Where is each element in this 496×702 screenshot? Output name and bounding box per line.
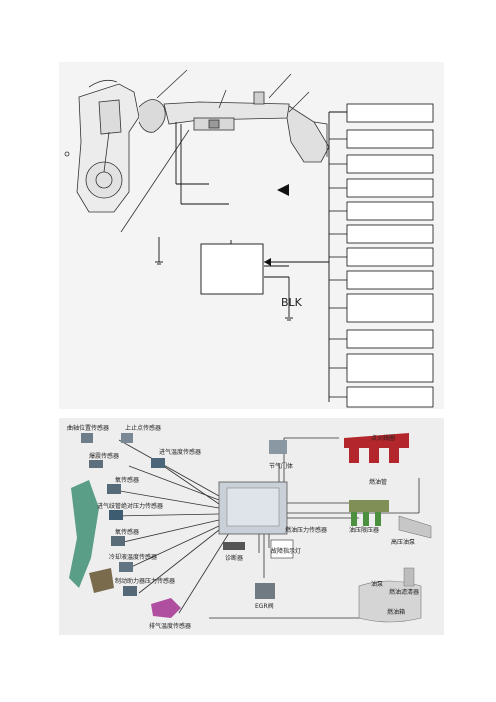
output-box xyxy=(346,224,434,244)
output-box xyxy=(346,247,434,267)
coolant-sensor-image xyxy=(119,562,133,572)
sensor-components xyxy=(69,433,432,623)
output-box xyxy=(346,154,434,174)
egr-valve-label: EGR阀 xyxy=(255,602,274,610)
fuel-tank-label: 燃油箱 xyxy=(387,608,405,616)
tdc-sensor-image xyxy=(121,433,133,443)
oxygen-sensor-image xyxy=(107,484,121,494)
egr-valve-image xyxy=(255,583,275,599)
output-box xyxy=(346,386,434,408)
output-box-connectors xyxy=(329,138,347,398)
tdc-sensor-label: 上止点传感器 xyxy=(125,424,161,432)
output-box-column xyxy=(346,103,434,408)
output-box xyxy=(346,201,434,221)
ecu-arrow xyxy=(264,258,271,266)
ignition-coil-label: 点火线圈 xyxy=(371,434,395,442)
diagnostic-connector-image xyxy=(223,542,245,550)
diagnostic-label: 诊断器 xyxy=(225,554,243,562)
leader-lines xyxy=(120,69,310,233)
injector-image xyxy=(363,512,369,526)
throttle-body-image xyxy=(269,440,287,454)
catalyst-image xyxy=(89,568,114,593)
fuel-filter-image xyxy=(403,567,415,587)
high-pressure-pump-label: 高压油泵 xyxy=(391,538,415,546)
output-box xyxy=(346,270,434,290)
fuel-pump-label: 油泵 xyxy=(371,580,383,588)
engine-control-schematic: BLK xyxy=(59,62,444,409)
high-pressure-pump-image xyxy=(398,515,432,539)
output-box xyxy=(346,353,434,383)
fuel-rail-label: 燃油管 xyxy=(369,478,387,486)
indicator-light-label: 故障指示灯 xyxy=(271,547,301,555)
exhaust-component-image xyxy=(151,598,181,618)
knock-sensor-image xyxy=(89,460,103,468)
injector-image xyxy=(351,512,357,526)
ignition-coils-image xyxy=(344,433,409,463)
output-box xyxy=(346,129,434,149)
output-box xyxy=(346,178,434,198)
brake-sensor-image xyxy=(123,586,137,596)
engine-schematic-svg: BLK xyxy=(64,69,434,408)
oxygen-sensor-label: 氧传感器 xyxy=(115,476,139,484)
knock-sensor-label: 爆震传感器 xyxy=(89,452,119,460)
ecu-system-diagram: 曲轴位置传感器 上止点传感器 爆震传感器 进气温度传感器 节气门体 点火线圈 氧… xyxy=(59,418,444,635)
ground-label: BLK xyxy=(281,296,303,309)
component-labels: 曲轴位置传感器 上止点传感器 爆震传感器 进气温度传感器 节气门体 点火线圈 氧… xyxy=(67,424,419,630)
ecu-module-face xyxy=(226,487,280,527)
crank-sensor-image xyxy=(81,433,93,443)
map-sensor-image xyxy=(109,510,123,520)
ecu-box xyxy=(200,243,264,295)
oxygen-sensor-2-image xyxy=(111,536,125,546)
exhaust-temp-sensor-label: 排气温度传感器 xyxy=(149,622,191,630)
intake-pipe-illustration xyxy=(163,91,330,163)
signal-arrow xyxy=(277,184,289,196)
output-box xyxy=(346,329,434,349)
oxygen-sensor-2-label: 氧传感器 xyxy=(115,528,139,536)
injector-image xyxy=(375,512,381,526)
output-box xyxy=(346,103,434,123)
brake-sensor-label: 制动助力器压力传感器 xyxy=(115,577,175,585)
fuel-filter-label: 燃油滤清器 xyxy=(389,588,419,596)
throttle-body-label: 节气门体 xyxy=(269,462,293,470)
indicator-panel-image xyxy=(270,539,294,559)
fuel-tank-image xyxy=(358,580,422,623)
ecu-system-svg: 曲轴位置传感器 上止点传感器 爆震传感器 进气温度传感器 节气门体 点火线圈 氧… xyxy=(67,424,432,630)
output-box xyxy=(346,293,434,323)
intake-temp-sensor-image xyxy=(151,458,165,468)
exhaust-manifold-image xyxy=(69,480,99,588)
fuel-rail-image xyxy=(349,500,389,512)
crank-sensor-label: 曲轴位置传感器 xyxy=(67,424,109,432)
intake-temp-sensor-label: 进气温度传感器 xyxy=(159,448,201,456)
engine-block-illustration xyxy=(64,79,166,213)
map-sensor-label: 进气歧管绝对压力传感器 xyxy=(97,502,163,510)
fuel-pressure-sensor-label: 燃油压力传感器 xyxy=(285,526,327,534)
fuel-pressure-limiter-label: 油压限压器 xyxy=(349,526,379,534)
coolant-sensor-label: 冷却液温度传感器 xyxy=(109,553,157,561)
